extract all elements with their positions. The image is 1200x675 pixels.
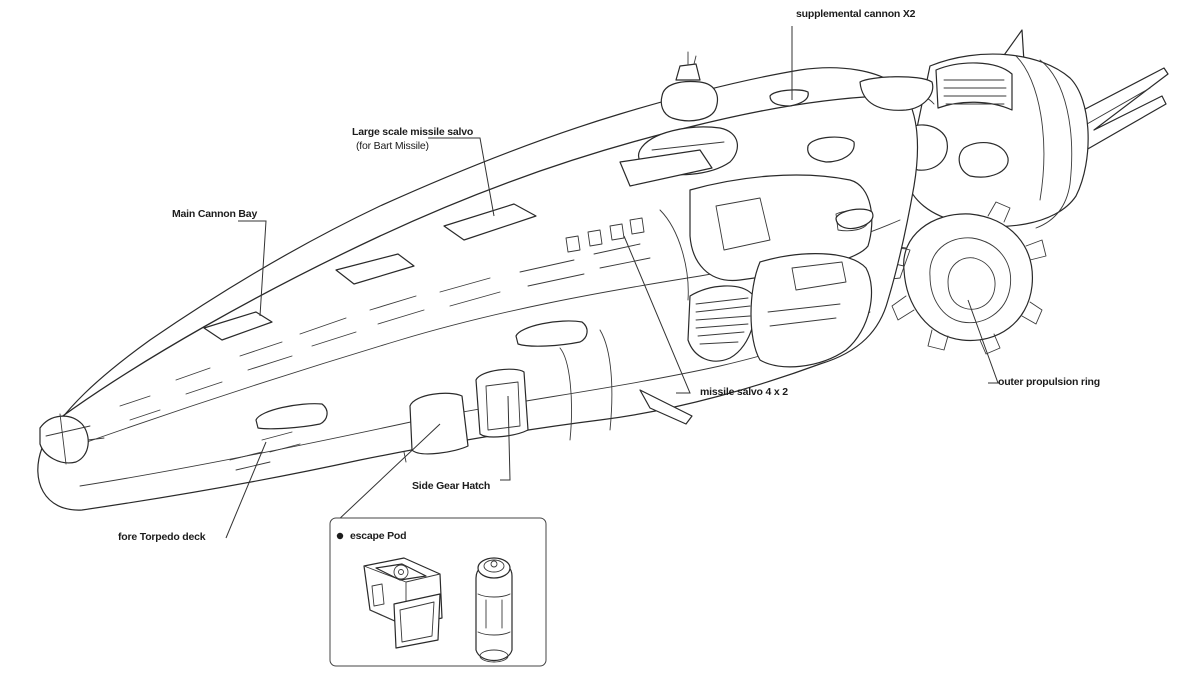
escape-pod-inset: [329, 517, 547, 667]
leader-lines: [225, 26, 999, 539]
missile-salvo-4x2-label: missile salvo 4 x 2: [700, 386, 788, 398]
main-cannon-bay-label: Main Cannon Bay: [172, 208, 258, 220]
missile-salvo-large-note: (for Bart Missile): [356, 140, 429, 152]
main-hull: [37, 51, 919, 511]
missile-salvo-large-label: Large scale missile salvo: [352, 126, 474, 138]
fore-torpedo-deck-label: fore Torpedo deck: [118, 531, 206, 543]
engine-block: [879, 53, 1089, 229]
outer-propulsion-ring-label: outer propulsion ring: [998, 376, 1100, 388]
escape-pod-capsule-drawing: [475, 557, 513, 663]
supplemental-cannon-label: supplemental cannon X2: [796, 8, 916, 20]
escape-pod-bullet: [336, 532, 344, 540]
side-gear-hatch-label: Side Gear Hatch: [412, 480, 491, 492]
hull-panels: [119, 203, 874, 471]
supplemental-cannon-panels: [769, 76, 934, 163]
escape-pod-box-drawing: [363, 557, 443, 649]
outer-propulsion-ring: [869, 201, 1047, 355]
escape-pod-label: escape Pod: [350, 530, 407, 542]
